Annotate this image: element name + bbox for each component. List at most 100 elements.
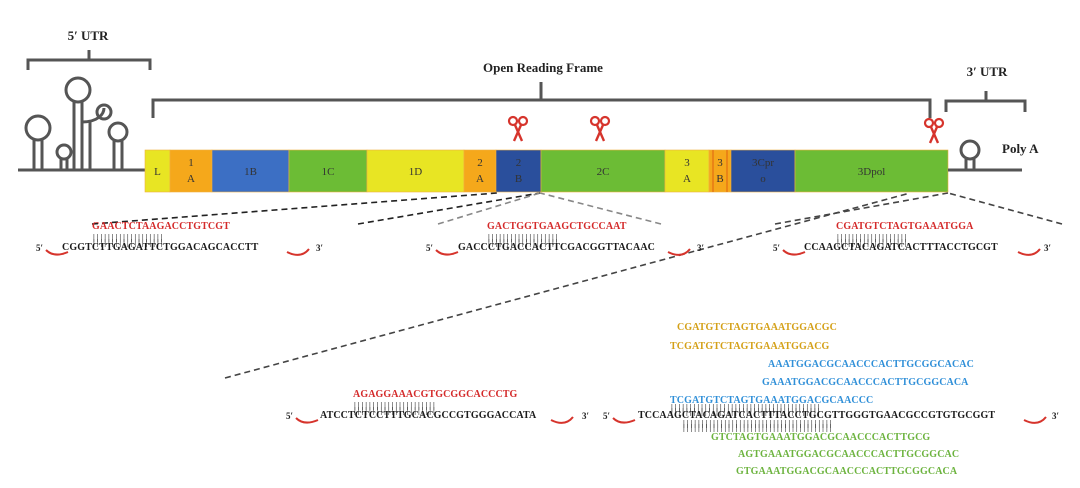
segment-1B: 1B: [211, 149, 290, 193]
segment-3A-label: A: [683, 173, 691, 185]
guide-strand: CGATGTCTAGTGAAATGGA: [836, 221, 974, 232]
segment-1A-label: 1: [188, 157, 194, 169]
zoom-lines-3d: [224, 192, 1063, 379]
scissors-icon: [923, 117, 945, 144]
segment-1D: 1D: [366, 149, 465, 193]
segment-1D-box: [366, 149, 465, 193]
guide-strand: GAACTCTAAGACCTGTCGT: [92, 221, 230, 232]
segment-2A: 2A: [463, 149, 497, 193]
segment-3B: 3B: [708, 149, 732, 193]
zoom-lines-2c: [437, 192, 662, 225]
base-pair-ticks: | | | | | | | | | | | | | | | | | | |: [93, 238, 163, 247]
segment-L-label: L: [154, 166, 161, 178]
rna-end-curve: [1023, 416, 1047, 424]
rna-end-curve: [782, 249, 806, 256]
segment-L: L: [144, 149, 171, 193]
segment-2A-label: 2: [477, 157, 483, 169]
rna-end-curve: [286, 248, 310, 256]
segment-1A-label: A: [187, 173, 195, 185]
utr5-label: 5′ UTR: [68, 28, 109, 43]
three-prime-end: 3′: [1044, 243, 1051, 253]
five-prime-end: 5′: [773, 243, 780, 253]
rna-end-curve: [612, 417, 636, 424]
guide-strand: AAATGGACGCAACCCACTTGCGGCACAC: [768, 359, 974, 370]
rna-end-curve: [1017, 248, 1041, 256]
five-prime-end: 5′: [603, 411, 610, 421]
three-prime-end: 3′: [582, 411, 589, 421]
target-strand: TCCAAGCTACAGATCACTTTACCTGCGTTGGGTGAACGCC…: [638, 410, 995, 421]
rna-end-curve: [667, 248, 691, 256]
duplex-d3: CGATGTCTAGTGAAATGGA| | | | | | | | | | |…: [773, 221, 1051, 256]
three-prime-end: 3′: [316, 243, 323, 253]
polya-label: Poly A: [1002, 141, 1039, 156]
rna-end-curve: [45, 249, 69, 256]
five-prime-end: 5′: [426, 243, 433, 253]
guide-strand: TCGATGTCTAGTGAAATGGACG: [670, 341, 830, 352]
scissors-icon: [589, 115, 611, 142]
segment-3Cpro-box: [730, 149, 796, 193]
duplex-d5: CGATGTCTAGTGAAATGGACGC TCGATGTCTAGTGAAATG…: [603, 322, 1059, 477]
segment-2C-box: [540, 149, 666, 193]
segment-2C: 2C: [540, 149, 666, 193]
guide-strand: AGAGGAAACGTGCGGCACCCTG: [353, 389, 518, 400]
rna-end-curve: [295, 417, 319, 424]
guide-strand: GACTGGTGAAGCTGCCAAT: [487, 221, 627, 232]
five-prime-end: 5′: [36, 243, 43, 253]
duplex-d1: GAACTCTAAGACCTGTCGT | | | | | | | | | | |…: [36, 221, 323, 256]
segment-2B-box: [495, 149, 542, 193]
target-strand: CCAAGCTACAGATCACTTTACCTGCGT: [804, 242, 998, 253]
base-pair-ticks: | | | | | | | | | | | | | | | | | | |: [488, 238, 558, 247]
segment-3Dpol-label: 3Dpol: [858, 166, 886, 178]
duplex-d4: AGAGGAAACGTGCGGCACCCTG| | | | | | | | | …: [286, 389, 589, 424]
orf-bracket: [151, 82, 932, 118]
segment-3Cpro-label: 3Cpr: [752, 157, 774, 169]
guide-strand: GTGAAATGGACGCAACCCACTTGCGGCACA: [736, 466, 958, 477]
target-strand: GACCCTGACCACTTCGACGGTTACAAC: [458, 242, 655, 253]
segment-2A-box: [463, 149, 497, 193]
segment-2C-label: 2C: [597, 166, 610, 178]
segment-3Cpro-label: o: [760, 173, 766, 185]
segment-3B-label: B: [716, 173, 723, 185]
three-prime-end: 3′: [1052, 411, 1059, 421]
base-pair-ticks: | | | | | | | | | | | | | | | | | | | | …: [354, 406, 435, 415]
base-pair-ticks: | | | | | | | | | | | | | | | | | | |: [488, 233, 558, 242]
segment-2B-label: B: [515, 173, 522, 185]
base-pair-ticks: | | | | | | | | | | | | | | | | | | | | …: [671, 403, 820, 412]
duplex-d2: GACTGGTGAAGCTGCCAAT| | | | | | | | | | |…: [426, 221, 704, 256]
utr5-stem-loops: [18, 76, 145, 172]
base-pair-ticks: | | | | | | | | | | | | | | | | | | | | …: [671, 407, 820, 416]
zoom-lines: [91, 192, 541, 225]
segment-2A-label: A: [476, 173, 484, 185]
segment-1C: 1C: [288, 149, 368, 193]
guide-strand: CGATGTCTAGTGAAATGGACGC: [677, 322, 837, 333]
segment-1B-label: 1B: [244, 166, 257, 178]
base-pair-ticks: | | | | | | | | | | | | | | | | | | | | …: [683, 419, 832, 428]
guide-strand: GTCTAGTGAAATGGACGCAACCCACTTGCG: [711, 432, 930, 443]
base-pair-ticks: | | | | | | | | | | | | | | | | | | | | …: [354, 401, 435, 410]
target-strand: ATCCTCTCCTTTGCACGCCGTGGGACCATA: [320, 410, 537, 421]
segment-3B-label: 3: [717, 157, 723, 169]
target-strand: CGGTCTTGAGATTCTGGACAGCACCTT: [62, 242, 259, 253]
segment-3Dpol: 3Dpol: [794, 149, 949, 193]
scissors-icon: [507, 115, 529, 142]
guide-strand: TCGATGTCTAGTGAAATGGACGCAACCC: [670, 395, 873, 406]
segment-1D-label: 1D: [409, 166, 423, 178]
segment-1A: 1A: [169, 149, 213, 193]
orf-label: Open Reading Frame: [483, 60, 603, 75]
guide-strand: GAAATGGACGCAACCCACTTGCGGCACA: [762, 377, 969, 388]
rna-end-curve: [435, 249, 459, 256]
segment-3A: 3A: [664, 149, 710, 193]
five-prime-end: 5′: [286, 411, 293, 421]
scissors-markers: [507, 115, 945, 144]
rna-end-curve: [550, 416, 574, 424]
segment-3Cpro: 3Cpr o: [730, 149, 796, 193]
base-pair-ticks: | | | | | | | | | | | | | | | | | | |: [837, 233, 907, 242]
segment-1C-label: 1C: [322, 166, 335, 178]
segment-2B: 2B: [495, 149, 542, 193]
segment-3A-box: [664, 149, 710, 193]
three-prime-end: 3′: [697, 243, 704, 253]
segment-3Dpol-box: [794, 149, 949, 193]
